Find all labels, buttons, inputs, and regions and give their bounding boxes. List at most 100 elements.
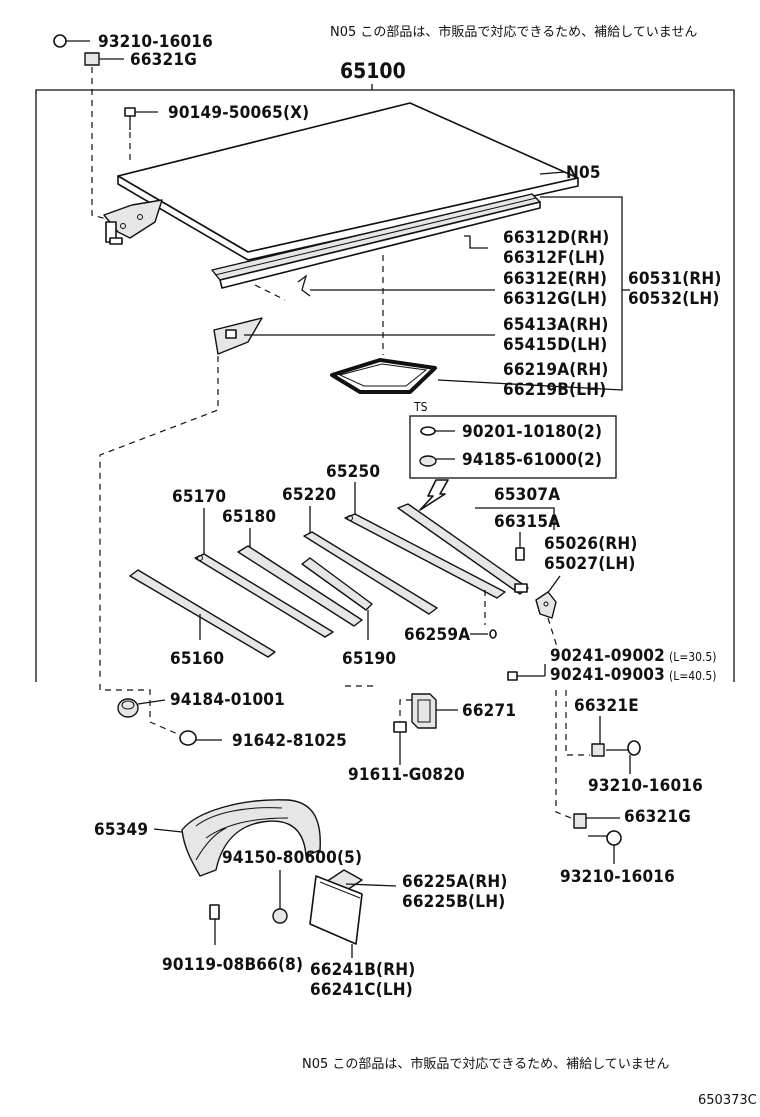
label-66312D[interactable]: 66312D(RH) (503, 228, 609, 248)
label-66241B[interactable]: 66241B(RH) (310, 960, 415, 980)
label-65250[interactable]: 65250 (326, 462, 380, 482)
label-66312E[interactable]: 66312E(RH) (503, 269, 607, 289)
nut-66321G-top-icon[interactable] (84, 52, 124, 66)
label-93210-16016-top[interactable]: 93210-16016 (98, 32, 213, 52)
label-66225B[interactable]: 66225B(LH) (402, 892, 505, 912)
label-65190[interactable]: 65190 (342, 649, 396, 669)
bolt-91611-icon[interactable] (393, 721, 407, 765)
label-94184[interactable]: 94184-01001 (170, 690, 285, 710)
leader-dashed-lower-left (99, 684, 151, 720)
bow-65190-icon[interactable] (301, 557, 373, 611)
leader-dashed-66321G (555, 690, 577, 821)
label-91642[interactable]: 91642-81025 (232, 731, 347, 751)
block-66271-icon[interactable] (411, 693, 458, 729)
pin-66312D-icon[interactable] (464, 235, 488, 249)
leader-dashed-66321E (565, 690, 590, 756)
leader-dashed-66271 (399, 699, 412, 722)
label-66321E[interactable]: 66321E (574, 696, 639, 716)
label-90119[interactable]: 90119-08B66(8) (162, 955, 303, 975)
label-90149-50065[interactable]: 90149-50065(X) (168, 103, 309, 123)
rail-65250-icon[interactable] (344, 513, 506, 599)
leader-dashed-clip (254, 284, 286, 301)
nut-66321G-bottom-icon[interactable] (573, 813, 620, 829)
clip-66315A-icon[interactable] (515, 547, 525, 561)
arrow-ts-icon (419, 479, 449, 511)
cushion-94184-icon[interactable] (117, 698, 166, 718)
note-top: N05 この部品は、市販品で対応できるため、補給していません (330, 24, 697, 40)
bow-65160-icon[interactable] (129, 569, 276, 658)
mud-flap-66241-icon[interactable] (309, 875, 363, 945)
label-66271[interactable]: 66271 (462, 701, 516, 721)
bow-65170-icon[interactable] (194, 553, 334, 638)
screw-91642-icon[interactable] (179, 730, 222, 746)
label-65026[interactable]: 65026(RH) (544, 534, 638, 554)
cushion-94185-icon[interactable] (419, 455, 455, 467)
label-90241-09003-length[interactable]: (L=40.5) (669, 669, 717, 683)
washer-90201-icon[interactable] (420, 426, 455, 436)
label-66219B[interactable]: 66219B(LH) (503, 380, 606, 400)
label-66259A[interactable]: 66259A (404, 625, 470, 645)
bow-65220-icon[interactable] (303, 531, 438, 615)
label-66321G-bottom[interactable]: 66321G (624, 807, 691, 827)
label-65220[interactable]: 65220 (282, 485, 336, 505)
label-65413A[interactable]: 65413A(RH) (503, 315, 609, 335)
label-65180[interactable]: 65180 (222, 507, 276, 527)
side-rail-60531[interactable] (211, 193, 541, 289)
label-66321G-top[interactable]: 66321G (130, 50, 197, 70)
leader-dashed-top-left (91, 67, 111, 221)
bracket-60531 (437, 196, 623, 391)
leader-dashed-bracket (547, 617, 559, 651)
rail-65307A-icon[interactable] (397, 503, 529, 595)
label-65307A[interactable]: 65307A (494, 485, 560, 505)
cover-board-N05[interactable] (117, 102, 579, 261)
label-90241-09002[interactable]: 90241-09002 (550, 646, 665, 666)
label-TS[interactable]: TS (413, 400, 428, 414)
label-90241-09003[interactable]: 90241-09003 (550, 665, 665, 685)
label-90241-09002-length[interactable]: (L=30.5) (669, 650, 717, 664)
bolt-93210-16016-bottom-icon[interactable] (588, 830, 622, 864)
label-65100[interactable]: 65100 (340, 59, 406, 83)
bracket-65413A-icon[interactable] (213, 317, 495, 355)
label-93210-16016-mid[interactable]: 93210-16016 (588, 776, 703, 796)
bolt-90119-icon[interactable] (209, 904, 220, 945)
label-66315A[interactable]: 66315A (494, 512, 560, 532)
fender-liner-65349-icon[interactable] (181, 799, 321, 877)
label-91611[interactable]: 91611-G0820 (348, 765, 465, 785)
label-66219A[interactable]: 66219A(RH) (503, 360, 609, 380)
bow-65180-icon[interactable] (237, 545, 363, 627)
label-94185[interactable]: 94185-61000(2) (462, 450, 602, 470)
label-94150[interactable]: 94150-80600(5) (222, 848, 362, 868)
bolt-93210-16016-top-icon[interactable] (53, 34, 90, 48)
label-65415D[interactable]: 65415D(LH) (503, 335, 607, 355)
nut-66321E-icon[interactable] (591, 743, 605, 757)
label-N05[interactable]: N05 (566, 163, 601, 183)
bracket-65026-icon[interactable] (535, 591, 557, 619)
leader-65307A (475, 507, 555, 530)
label-65170[interactable]: 65170 (172, 487, 226, 507)
label-66312G[interactable]: 66312G(LH) (503, 289, 607, 309)
frame-66219A-icon[interactable] (330, 358, 437, 394)
note-bottom: N05 この部品は、市販品で対応できるため、補給していません (302, 1056, 669, 1072)
label-60531[interactable]: 60531(RH) (628, 269, 722, 289)
pin-66259A-icon[interactable] (470, 629, 497, 639)
leader-dashed-left (99, 356, 219, 680)
leader-dashed-91642 (149, 721, 181, 736)
label-65160[interactable]: 65160 (170, 649, 224, 669)
hinge-bracket-left-icon[interactable] (103, 199, 163, 245)
bolt-93210-16016-mid-icon[interactable] (606, 740, 641, 774)
label-90201[interactable]: 90201-10180(2) (462, 422, 602, 442)
clip-66312E-icon[interactable] (297, 274, 495, 297)
drawing-number: 650373C (698, 1093, 757, 1108)
label-65349[interactable]: 65349 (94, 820, 148, 840)
label-60532[interactable]: 60532(LH) (628, 289, 720, 309)
label-66225A[interactable]: 66225A(RH) (402, 872, 508, 892)
screw-90149-50065-icon[interactable] (124, 107, 158, 130)
label-66312F[interactable]: 66312F(LH) (503, 248, 605, 268)
label-93210-16016-bottom[interactable]: 93210-16016 (560, 867, 675, 887)
bolt-90241-icon[interactable] (507, 664, 546, 681)
nut-94150-icon[interactable] (272, 908, 288, 924)
label-65027[interactable]: 65027(LH) (544, 554, 636, 574)
label-66241C[interactable]: 66241C(LH) (310, 980, 413, 1000)
